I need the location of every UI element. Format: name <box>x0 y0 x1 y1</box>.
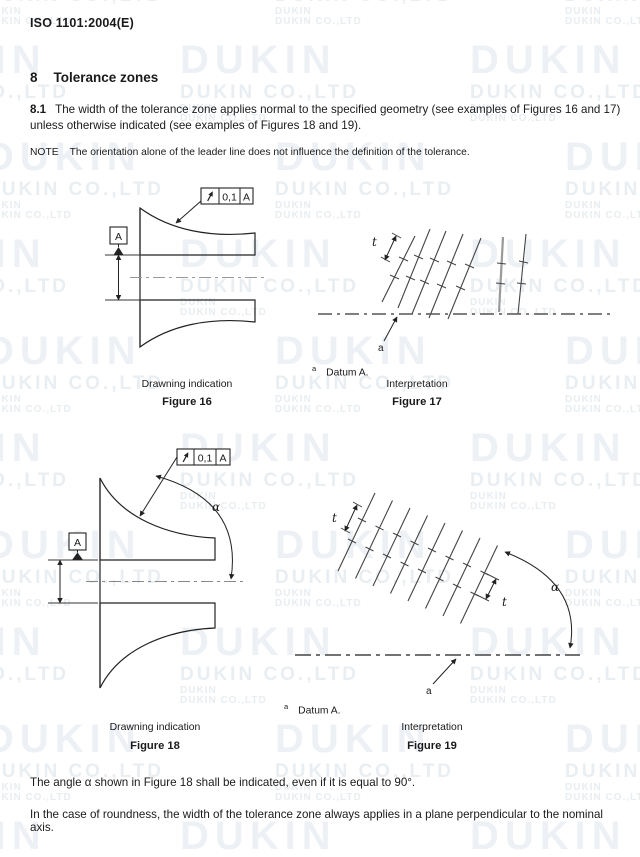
part-section <box>130 206 266 349</box>
clause-8-1: 8.1 The width of the tolerance zone appli… <box>30 102 630 133</box>
figure-17-caption: Interpretation <box>386 379 448 390</box>
datum-triangle <box>72 552 83 560</box>
fcf-datum-letter: A <box>243 192 250 204</box>
datum-indicator: A <box>48 532 98 604</box>
t-dimension-right: t <box>475 573 507 609</box>
datum-box-letter: A <box>115 231 122 243</box>
figure-19-caption: Interpretation <box>401 722 463 733</box>
note: NOTE The orientation alone of the leader … <box>30 147 470 158</box>
fcf-tolerance-value: 0,1 <box>198 453 213 465</box>
t-label: t <box>332 511 337 525</box>
angle-arc <box>504 551 574 649</box>
datum-leader: a <box>378 316 398 354</box>
hatched-section-lower <box>99 602 216 689</box>
figure-17-footnote: a Datum A. <box>312 364 369 378</box>
leader-label: a <box>378 343 384 354</box>
t-dimension-left: t <box>332 501 363 534</box>
part-section <box>86 477 246 689</box>
figure-17-drawing: t a <box>318 228 610 354</box>
clause-text-line2: unless otherwise indicated (see examples… <box>30 118 362 132</box>
figure-16-label: Figure 16 <box>162 396 212 408</box>
clause-number: 8.1 <box>30 103 47 116</box>
figure-16-drawing: 0,1 A A <box>105 187 266 349</box>
footnote-text: Datum A. <box>298 705 341 717</box>
fcf-leader-line <box>139 456 178 517</box>
note-label: NOTE <box>30 147 59 158</box>
normal-lines-fan <box>381 228 527 320</box>
datum-leader: a <box>426 658 457 697</box>
datum-indicator: A <box>105 226 142 301</box>
runout-symbol-icon <box>182 452 189 463</box>
figure-19-label: Figure 19 <box>407 740 457 752</box>
closing-paragraph-1: The angle α shown in Figure 18 shall be … <box>30 776 416 789</box>
fcf-datum-letter: A <box>219 453 226 465</box>
t-dimension: t <box>372 232 402 263</box>
footnote-marker: a <box>312 364 317 373</box>
figure-19-footnote: a Datum A. <box>284 702 341 716</box>
angle-arc <box>155 474 235 580</box>
datum-triangle <box>113 247 124 255</box>
figure-18-label: Figure 18 <box>130 740 180 752</box>
footnote-text: Datum A. <box>326 367 369 379</box>
section-number: 8 <box>30 70 38 85</box>
section-heading: 8 Tolerance zones <box>30 70 158 85</box>
hatched-section-upper <box>139 206 256 256</box>
normal-lines-parallel <box>337 492 498 624</box>
datum-box-letter: A <box>74 537 81 549</box>
angle-label: α <box>212 500 220 514</box>
angle-label: α <box>551 580 559 594</box>
fcf-leader-line <box>175 200 202 224</box>
leader-label: a <box>426 686 432 697</box>
angle-dimension: α <box>504 551 574 649</box>
t-label: t <box>372 235 377 249</box>
tolerance-zone-ticks <box>347 517 489 597</box>
note-text: The orientation alone of the leader line… <box>69 147 470 158</box>
figure-16-caption: Drawning indication <box>141 379 233 390</box>
hatched-section-upper <box>99 477 216 561</box>
hatched-section-lower <box>139 299 256 349</box>
figure-17-label: Figure 17 <box>392 396 442 408</box>
clause-text-line1: The width of the tolerance zone applies … <box>55 103 621 116</box>
tolerance-zone-ticks <box>389 254 529 291</box>
footnote-marker: a <box>284 702 289 711</box>
feature-control-frame: 0,1 A <box>139 448 231 517</box>
fcf-tolerance-value: 0,1 <box>222 192 237 204</box>
figure-18-caption: Drawning indication <box>109 722 201 733</box>
feature-control-frame: 0,1 A <box>175 187 254 224</box>
closing-paragraph-2: In the case of roundness, the width of t… <box>30 808 603 834</box>
angle-dimension: α <box>155 474 235 580</box>
figure-18-drawing: 0,1 A α A <box>48 448 246 689</box>
page-header: ISO 1101:2004(E) <box>30 16 134 30</box>
figure-19-drawing: t t α a <box>295 492 580 697</box>
section-title: Tolerance zones <box>53 70 159 85</box>
runout-symbol-icon <box>207 191 213 202</box>
t-label-2: t <box>502 595 507 609</box>
